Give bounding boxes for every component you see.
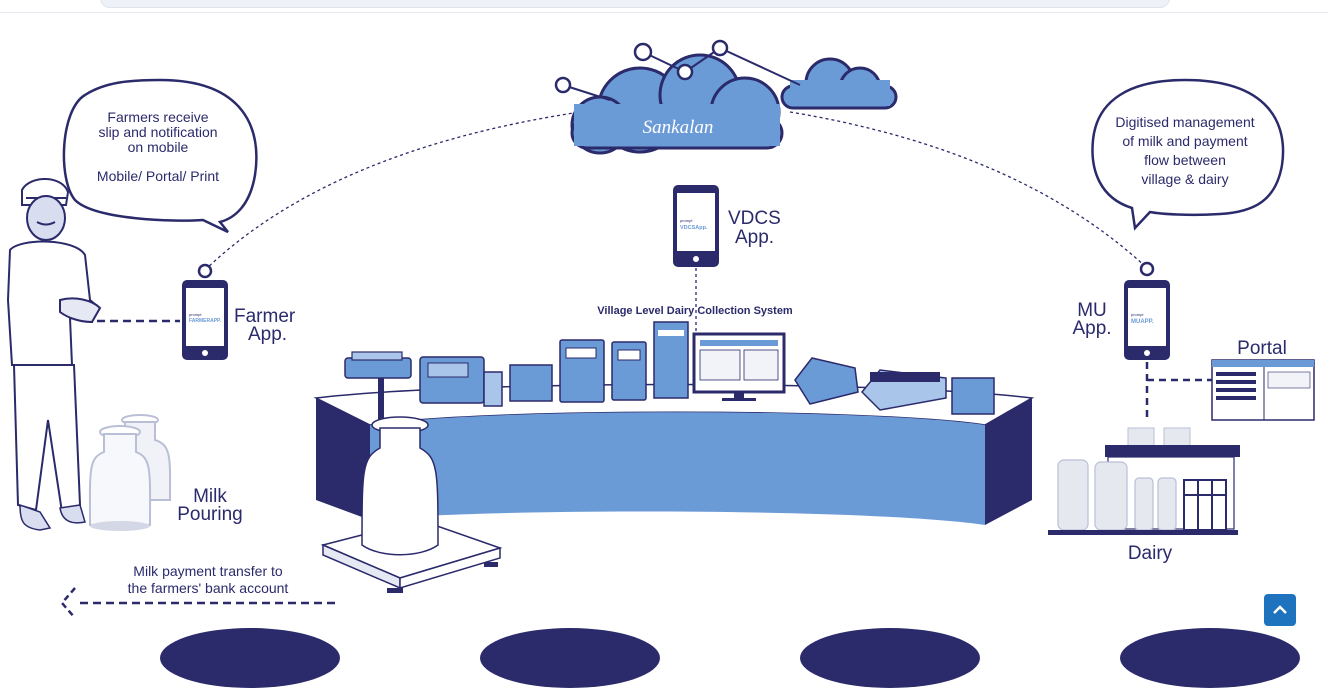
top-bar [0,0,1328,13]
farmer-app-phone-icon [182,280,228,360]
vdcs-app-screen-main: VDCSApp. [680,225,708,231]
vdcs-app-label-2: App. [735,227,774,248]
mu-app-node-icon [1139,261,1155,277]
weighing-scale-icon [320,416,503,593]
collection-system-label: Village Level Dairy Collection System [597,305,793,317]
network-arc [204,111,581,271]
scroll-to-top-button[interactable] [1264,594,1296,626]
farmer-app-label-2: App. [248,324,287,345]
dairy-bubble-line2: of milk and payment [1122,133,1247,149]
mu-app-screen-small: prompt [1131,312,1144,317]
bottom-card-edge-4 [1120,628,1300,688]
farmer-speech-bubble [62,78,258,234]
farmer-illustration [6,178,102,531]
farmer-app-screen-small: prompt [189,312,202,317]
milk-pouring-label-2: Pouring [177,504,243,525]
farmer-app-label-1: Farmer [234,306,296,327]
dairy-label: Dairy [1128,543,1173,564]
farmer-bubble-line3: on mobile [128,139,189,155]
farmer-bubble-line1: Farmers receive [107,109,208,125]
portal-label: Portal [1237,338,1287,359]
network-arc-right [789,111,1148,269]
vdcs-app-label-1: VDCS [728,208,781,229]
farmer-bubble-line4: Mobile/ Portal/ Print [97,168,219,184]
brand-logo-text: Sankalan [643,117,714,138]
farmer-app-node-icon [197,263,213,279]
dairy-plant-icon [1048,427,1240,535]
bottom-card-edge-1 [160,628,340,688]
dairy-bubble-line4: village & dairy [1141,171,1228,187]
arrow-left-icon [60,587,76,619]
portal-screen-icon [1211,359,1315,421]
vdcs-app-phone-icon [673,185,719,267]
collection-counter [313,383,1035,525]
cloud-icon [554,39,898,155]
payment-label-2: the farmers' bank account [128,580,289,596]
dairy-bubble-line1: Digitised management [1115,114,1254,130]
collection-devices [344,321,995,420]
milk-pouring-label-1: Milk [193,486,227,507]
dairy-speech-bubble [1091,78,1285,231]
mu-app-screen-main: MUAPP. [1131,319,1154,325]
dairy-bubble-line3: flow between [1144,152,1226,168]
farmer-bubble-line2: slip and notification [98,124,217,140]
bottom-card-edge-2 [480,628,660,688]
milk-can-icon [88,414,172,531]
chevron-up-icon [1273,605,1287,614]
farmer-app-screen-main: FARMERAPP. [189,318,222,324]
payment-label-1: Milk payment transfer to [133,563,283,579]
mu-app-label-2: App. [1072,318,1111,339]
dairy-system-diagram: Sankalan Farmers receive slip and notifi… [6,39,1315,619]
mu-app-label-1: MU [1077,300,1107,321]
mu-app-phone-icon [1124,280,1170,360]
vdcs-app-screen-small: prompt [680,218,693,223]
bottom-card-edge-3 [800,628,980,688]
